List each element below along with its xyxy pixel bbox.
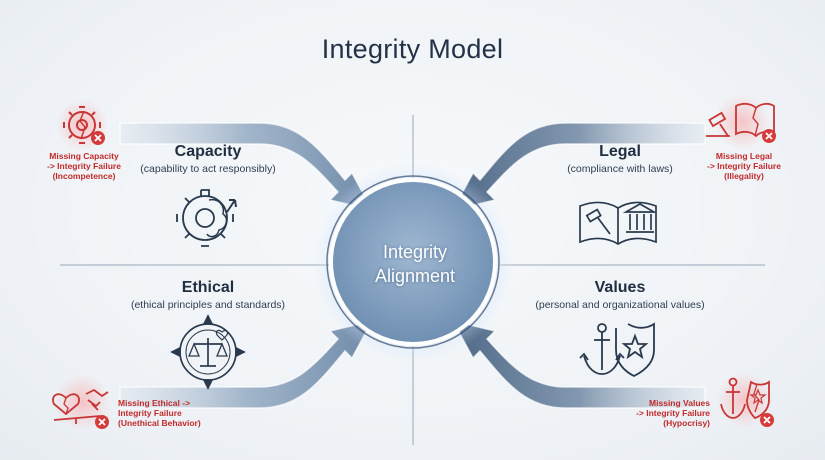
capacity-title: Capacity — [174, 143, 242, 160]
values-failure-note: Missing Values -> Integrity Failure (Hyp… — [636, 398, 710, 428]
anchor-shield-star-icon — [579, 322, 655, 378]
legal-failure-note: Missing Legal -> Integrity Failure (Ille… — [707, 151, 781, 181]
legal-title: Legal — [599, 143, 641, 160]
ethical-title: Ethical — [181, 279, 235, 296]
center-label-line1: Integrity — [382, 242, 448, 262]
gavel-book-courthouse-icon — [579, 201, 658, 245]
gear-brain-growth-icon — [176, 189, 237, 247]
center-circle — [329, 178, 497, 346]
broken-gavel-book-icon — [706, 94, 776, 150]
arrow-ethical — [119, 319, 374, 409]
ethical-failure-note: Missing Ethical -> Integrity Failure (Un… — [118, 398, 201, 428]
compass-scales-heart-icon — [170, 314, 246, 390]
capacity-subtitle: (capability to act responsibly) — [140, 163, 276, 175]
broken-heart-handshake-icon — [52, 374, 110, 430]
ethical-subtitle: (ethical principles and standards) — [130, 299, 286, 311]
center-label-line2: Alignment — [374, 266, 456, 286]
broken-gear-icon — [56, 99, 108, 151]
page-title: Integrity Model — [321, 34, 504, 64]
broken-anchor-shield-icon — [717, 372, 774, 428]
center-label: Integrity Alignment — [330, 240, 500, 288]
values-subtitle: (personal and organizational values) — [535, 299, 705, 311]
capacity-failure-note: Missing Capacity -> Integrity Failure (I… — [47, 151, 121, 181]
legal-subtitle: (compliance with laws) — [567, 163, 673, 175]
values-title: Values — [594, 279, 646, 296]
arrow-values — [451, 319, 706, 409]
